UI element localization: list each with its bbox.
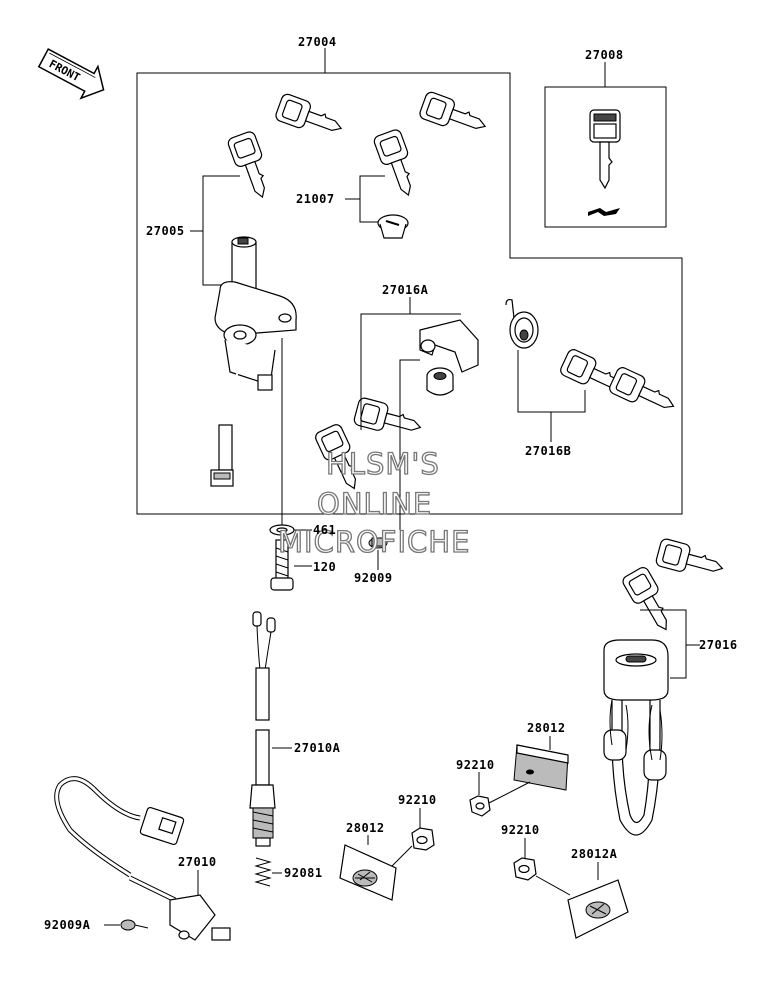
label-461: 461	[313, 523, 336, 537]
reflector-28012-a	[513, 744, 569, 791]
reflector-28012A	[567, 879, 629, 939]
label-92210-b: 92210	[398, 793, 437, 807]
nut-92210-a	[469, 781, 531, 817]
ignition-switch	[210, 236, 297, 487]
watermark-line-3: MICROFICHE	[278, 525, 470, 559]
nut-92210-c	[513, 857, 537, 881]
label-27010A: 27010A	[294, 741, 341, 755]
watermark-line-1: HLSM'S	[326, 447, 440, 481]
key-27008	[588, 109, 621, 216]
key-27005-b	[273, 92, 347, 143]
key-21007-a	[372, 127, 423, 201]
label-92009: 92009	[354, 571, 393, 585]
key-27005-a	[226, 129, 277, 203]
label-27016B: 27016B	[525, 444, 571, 458]
label-27010: 27010	[178, 855, 217, 869]
key-27016-b	[654, 537, 727, 583]
screw-92009	[368, 537, 388, 549]
nut-92210-b	[411, 827, 435, 851]
label-92210-a: 92210	[456, 758, 495, 772]
label-28012-b: 28012	[346, 821, 385, 835]
label-27016: 27016	[699, 638, 738, 652]
watermark: HLSM'S ONLINE MICROFICHE	[277, 446, 470, 559]
u-lock-27016	[603, 639, 669, 836]
bolt-120	[270, 539, 294, 591]
kit-27004-outline	[136, 72, 683, 515]
label-28012A: 28012A	[571, 847, 618, 861]
label-27004: 27004	[298, 35, 337, 49]
label-120: 120	[313, 560, 336, 574]
label-21007: 21007	[296, 192, 335, 206]
label-27016A: 27016A	[382, 283, 429, 297]
key-21007-b	[417, 90, 491, 141]
label-27008: 27008	[585, 48, 624, 62]
spring-92081	[254, 857, 272, 887]
lock-27016B	[505, 298, 539, 349]
screw-92009A	[120, 919, 149, 931]
label-92081: 92081	[284, 866, 323, 880]
switch-27010A	[249, 611, 276, 847]
seat-lock-27016A	[419, 319, 479, 396]
switch-27010	[54, 776, 231, 941]
front-arrow-icon: FRONT	[37, 48, 105, 100]
watermark-line-2: ONLINE	[317, 487, 432, 521]
cap-21007	[377, 214, 409, 239]
label-27005: 27005	[146, 224, 185, 238]
key-27016B-b	[607, 365, 681, 420]
key-27016A-b	[352, 396, 425, 442]
label-92009A: 92009A	[44, 918, 91, 932]
key-27016-a	[620, 564, 679, 638]
label-92210-c: 92210	[501, 823, 540, 837]
washer-461	[269, 524, 295, 536]
label-28012-a: 28012	[527, 721, 566, 735]
reflector-28012-b	[339, 844, 397, 901]
